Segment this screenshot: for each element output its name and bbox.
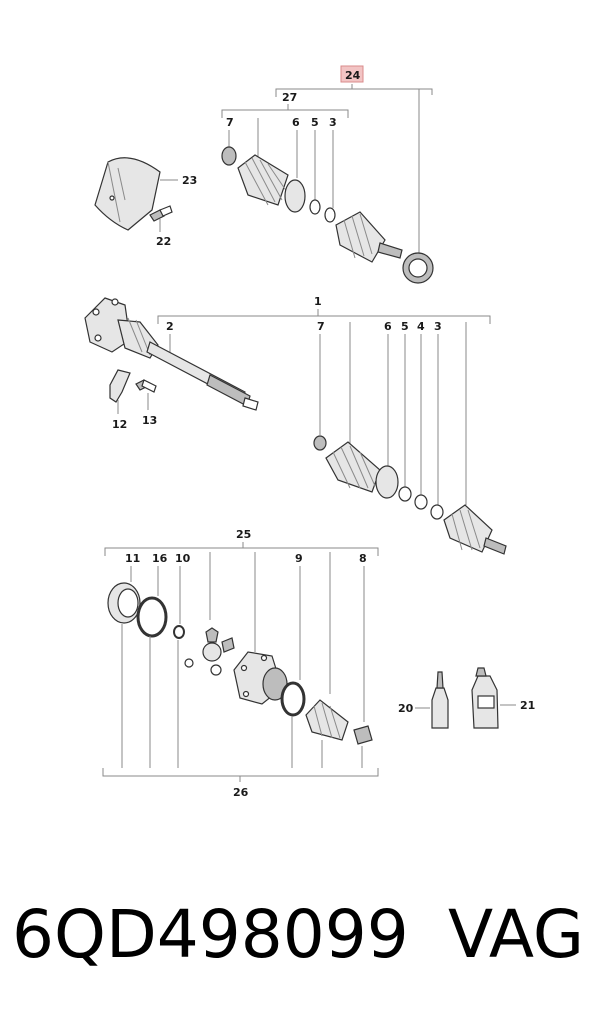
part-number: 6QD498099 [12, 896, 409, 973]
bracket-12-part: 12 [109, 369, 131, 431]
bolt-13-part: 13 [135, 379, 157, 427]
label-5-top[interactable]: 5 [311, 116, 319, 129]
label-6-top[interactable]: 6 [292, 116, 300, 129]
grease-bottle-part: 20 [398, 671, 449, 729]
label-6-mid[interactable]: 6 [384, 320, 392, 333]
label-4[interactable]: 4 [417, 320, 425, 333]
label-8[interactable]: 8 [359, 552, 367, 565]
driveshaft-part [84, 297, 259, 411]
bolt-22-part: 22 [149, 205, 173, 248]
top-boot-kit-parts [221, 146, 434, 284]
heat-shield-part: 23 [94, 157, 197, 231]
highlight-box-24 [340, 65, 364, 83]
middle-boot-kit-parts [313, 435, 507, 555]
label-10[interactable]: 10 [175, 552, 191, 565]
label-2[interactable]: 2 [166, 320, 174, 333]
label-21[interactable]: 21 [520, 699, 535, 712]
cv-joint-kit-parts [107, 582, 373, 745]
group-26-callouts: 26 [102, 624, 379, 799]
label-26[interactable]: 26 [233, 786, 249, 799]
caption-bar: 6QD498099 VAG [0, 890, 600, 980]
label-23[interactable]: 23 [182, 174, 197, 187]
label-3-top[interactable]: 3 [329, 116, 337, 129]
label-20[interactable]: 20 [398, 702, 414, 715]
brand-name: VAG [448, 896, 585, 973]
label-7-mid[interactable]: 7 [317, 320, 325, 333]
grease-tube-part: 21 [471, 667, 535, 729]
label-3-mid[interactable]: 3 [434, 320, 442, 333]
label-9[interactable]: 9 [295, 552, 303, 565]
label-13[interactable]: 13 [142, 414, 157, 427]
label-5-mid[interactable]: 5 [401, 320, 409, 333]
label-16[interactable]: 16 [152, 552, 168, 565]
label-11[interactable]: 11 [125, 552, 140, 565]
label-24[interactable]: 24 [345, 69, 361, 82]
label-12[interactable]: 12 [112, 418, 127, 431]
group-25-callouts: 25 11 16 10 9 8 [104, 528, 379, 722]
label-27[interactable]: 27 [282, 91, 297, 104]
label-1[interactable]: 1 [314, 295, 322, 308]
label-7-top[interactable]: 7 [226, 116, 234, 129]
group-24-callouts: 24 27 7 6 5 3 [221, 65, 433, 258]
label-25[interactable]: 25 [236, 528, 251, 541]
group-1-callouts: 1 2 7 6 5 4 3 [157, 295, 491, 508]
label-22[interactable]: 22 [156, 235, 171, 248]
